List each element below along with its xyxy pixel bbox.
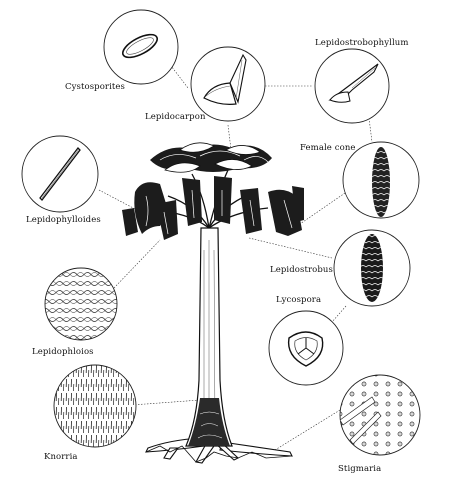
label-lepidostrobus: Lepidostrobus bbox=[270, 265, 333, 275]
label-lepidocarpon: Lepidocarpon bbox=[145, 112, 206, 122]
lycospora-circle bbox=[268, 310, 344, 386]
knorria-circle bbox=[53, 364, 137, 448]
label-lepidophloios: Lepidophloios bbox=[32, 347, 94, 357]
label-female-cone: Female cone bbox=[300, 143, 356, 153]
female-cone-circle bbox=[342, 141, 420, 219]
lepidostrobus-circle bbox=[333, 229, 411, 307]
label-cystosporites: Cystosporites bbox=[65, 82, 126, 92]
label-lepidostrobophyllum: Lepidostrobophyllum bbox=[315, 38, 409, 48]
label-stigmaria: Stigmaria bbox=[338, 464, 382, 474]
lepidostrobophyllum-circle bbox=[314, 48, 390, 124]
label-knorria: Knorria bbox=[44, 452, 78, 462]
lycopsid-tree bbox=[122, 142, 304, 464]
label-lycospora: Lycospora bbox=[276, 295, 322, 305]
lepidophloios-circle bbox=[44, 267, 118, 341]
lepidophylloides-circle bbox=[21, 135, 99, 213]
label-lepidophylloides: Lepidophylloides bbox=[26, 215, 101, 225]
cystosporites-circle bbox=[103, 9, 179, 85]
stigmaria-circle bbox=[339, 374, 421, 456]
lepidocarpon-circle bbox=[190, 46, 266, 122]
